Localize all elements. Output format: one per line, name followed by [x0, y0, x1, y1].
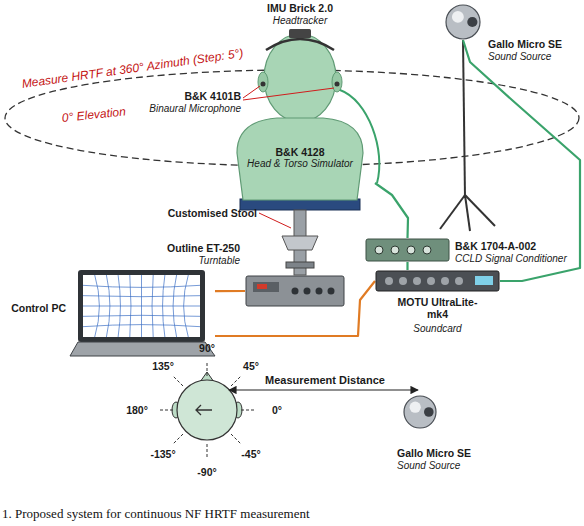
device-name: B&K 4128: [275, 146, 324, 158]
torso-simulator: B&K 4128Head & Torso Simulator: [225, 115, 375, 200]
soundcard-body: [376, 271, 499, 291]
angle-label: 90°: [199, 342, 215, 354]
sound-source: Gallo Micro SESound Source: [403, 395, 437, 429]
angle-label: -135°: [150, 448, 175, 460]
customised-stool: [240, 199, 360, 275]
cable: [406, 262, 408, 270]
device-name: B&K 1704-A-002: [455, 240, 536, 252]
device-role: Soundcard: [413, 323, 461, 335]
device-role: CCLD Signal Conditioner: [455, 253, 567, 265]
part-label: Measurement Distance: [263, 374, 387, 387]
laptop-icon: [70, 270, 215, 356]
device-name: Gallo Micro SE: [488, 38, 562, 50]
node-outline: [365, 238, 450, 262]
node-outline: [245, 275, 345, 307]
dummy-head: [258, 29, 342, 124]
node-outline: [375, 270, 500, 292]
cable: [215, 290, 245, 292]
figure-caption: 1. Proposed system for continuous NF HRT…: [2, 506, 310, 522]
part-label: IMU Brick 2.0: [267, 2, 333, 14]
device-role: Sound Source: [397, 460, 460, 472]
device-name: Outline ET-250: [167, 242, 240, 254]
speaker-icon: [446, 5, 480, 39]
angle-label: 0°: [272, 404, 282, 416]
azimuth-ticks: [159, 362, 255, 458]
node-outline: [70, 270, 215, 358]
node-outline: [445, 4, 481, 40]
device-name: MOTU UltraLite-mk4: [392, 296, 484, 320]
device-role: Head & Torso Simulator: [247, 158, 353, 170]
torso-shape: [237, 118, 363, 200]
conditioner-body: [366, 239, 449, 261]
binaural-microphone: [261, 82, 266, 87]
part-label: Binaural Microphone: [149, 103, 241, 115]
part-label: Headtracker: [273, 15, 327, 27]
orbit-note: Measure HRTF at 360° Azimuth (Step: 5°): [21, 47, 244, 92]
device-role: Turntable: [198, 255, 240, 267]
orbit-note: 0° Elevation: [61, 105, 126, 125]
binaural-microphone: [335, 82, 340, 87]
angle-label: 135°: [152, 360, 174, 372]
device-name: Control PC: [11, 302, 66, 314]
angle-label: -90°: [197, 466, 216, 478]
part-label: B&K 4101B: [184, 90, 241, 102]
cable: [215, 281, 375, 336]
signal-conditioner: B&K 1704-A-002CCLD Signal Conditioner: [365, 238, 450, 262]
sound-source: Gallo Micro SESound Source: [445, 4, 481, 40]
angle-label: 45°: [243, 360, 259, 372]
part-label: Customised Stool: [168, 207, 257, 219]
headtracker: [289, 29, 311, 38]
control-pc: Control PC: [70, 270, 215, 358]
device-role: Sound Source: [488, 51, 551, 63]
turntable: Outline ET-250Turntable: [245, 275, 345, 307]
cable: [375, 183, 408, 238]
speaker-icon: [404, 396, 436, 428]
node-outline: [403, 395, 437, 429]
angle-label: 180°: [126, 404, 148, 416]
angle-label: -45°: [241, 448, 260, 460]
tripod: [440, 40, 495, 231]
top-view-head: [172, 372, 242, 440]
soundcard: MOTU UltraLite-mk4Soundcard: [375, 270, 500, 292]
distance-arrow: [229, 389, 418, 390]
turntable-body: [246, 276, 344, 306]
device-name: Gallo Micro SE: [397, 447, 471, 459]
